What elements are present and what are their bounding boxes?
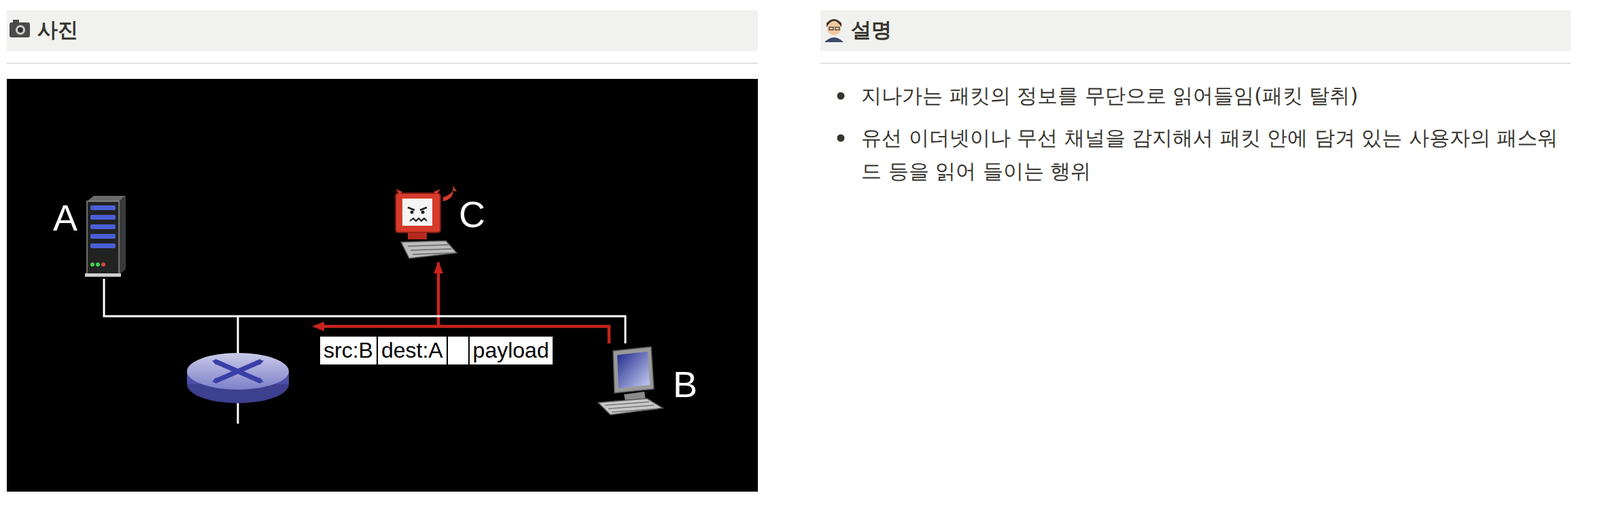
photo-panel xyxy=(6,78,758,492)
sniffed-path xyxy=(322,324,439,329)
section-heading: 사진 xyxy=(37,16,79,44)
packet-field: dest:A xyxy=(377,336,448,365)
server-icon xyxy=(84,195,126,277)
bullet-dot xyxy=(837,134,845,143)
divider-line xyxy=(6,62,758,64)
node-letter: B xyxy=(672,362,698,406)
node-letter: A xyxy=(53,196,78,239)
packet-box: src:Bdest:A payload xyxy=(320,336,553,365)
attacker-computer-icon xyxy=(395,184,457,259)
bullet-text: 유선 이더넷이나 무선 채널을 감지해서 패킷 안에 담겨 있는 사용자의 패스… xyxy=(861,120,1569,188)
router-symbol xyxy=(186,352,289,404)
packet-field: src:B xyxy=(320,336,378,365)
lan-wire xyxy=(103,278,626,344)
server-node: A xyxy=(50,190,132,279)
attacker-node: C xyxy=(388,186,490,263)
camera-icon xyxy=(9,19,30,38)
router-wire xyxy=(237,316,240,355)
host-node: B xyxy=(594,343,704,419)
laptop-icon xyxy=(598,346,663,415)
packet-field-empty xyxy=(447,336,470,365)
header-band xyxy=(820,10,1571,51)
sniff-arrow xyxy=(438,262,610,344)
router-wire xyxy=(237,401,240,424)
packet-field: payload xyxy=(469,336,553,365)
section-heading: 설명 xyxy=(850,16,892,44)
header-band xyxy=(6,10,758,51)
node-letter: C xyxy=(458,193,486,236)
bullet-dot xyxy=(837,92,845,100)
teacher-icon xyxy=(824,19,844,43)
divider-line xyxy=(820,62,1571,64)
bullet-text: 지나가는 패킷의 정보를 무단으로 읽어들임(패킷 탈취) xyxy=(861,78,1569,113)
